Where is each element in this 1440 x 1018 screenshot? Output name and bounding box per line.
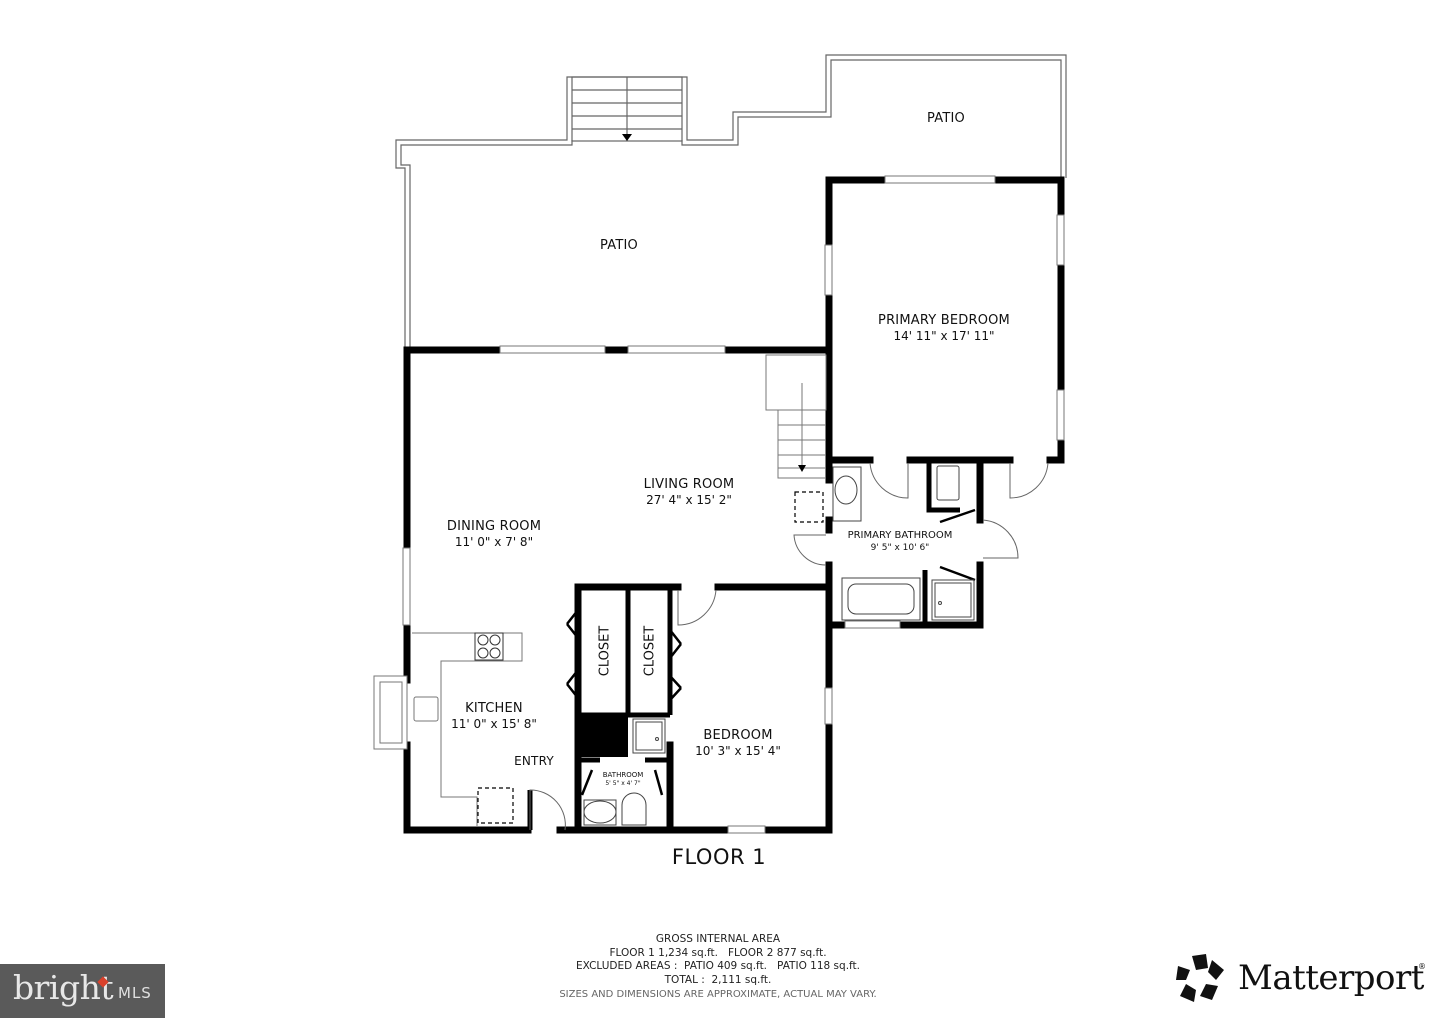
room-dims-bedroom: 10' 3" x 15' 4": [695, 744, 781, 758]
solid-chase: [580, 715, 628, 757]
entry-mat: [477, 787, 514, 824]
interior-walls: [527, 460, 960, 830]
room-label-bathroom: BATHROOM: [602, 771, 644, 779]
area-total: TOTAL : 2,111 sq.ft.: [664, 973, 772, 986]
room-label-entry: ENTRY: [514, 754, 554, 768]
room-label-kitchen: KITCHEN: [465, 701, 523, 716]
door-swings: [529, 462, 1049, 831]
living-mat: [794, 491, 824, 523]
room-label-primary-bathroom: PRIMARY BATHROOM: [847, 530, 953, 541]
bath-fixtures: [583, 465, 975, 826]
stove-icon: [477, 634, 501, 659]
room-label-dining-room: DINING ROOM: [446, 519, 542, 534]
area-summary: GROSS INTERNAL AREA FLOOR 1 1,234 sq.ft.…: [559, 933, 876, 1002]
room-label-living-room: LIVING ROOM: [643, 477, 735, 492]
room-dims-dining-room: 11' 0" x 7' 8": [454, 535, 534, 549]
kitchen-counters: [412, 632, 523, 826]
floor-title: FLOOR 1: [671, 845, 767, 869]
bay-window: [373, 675, 408, 750]
room-dims-bathroom: 5' 5" x 4' 7": [605, 780, 641, 787]
interior-stairs: [765, 354, 827, 479]
area-floors: FLOOR 1 1,234 sq.ft. FLOOR 2 877 sq.ft.: [609, 946, 827, 959]
area-disclaimer: SIZES AND DIMENSIONS ARE APPROXIMATE, AC…: [559, 989, 877, 1000]
matterport-logo: Matterport ®: [1172, 952, 1440, 1008]
room-dims-kitchen: 11' 0" x 15' 8": [451, 717, 537, 731]
room-dims-primary-bedroom: 14' 11" x 17' 11": [893, 329, 995, 343]
matterport-mark-icon: [1176, 954, 1224, 1002]
bifold-doors: [566, 508, 976, 796]
stair-arrow-icon: [622, 134, 632, 141]
area-excluded: EXCLUDED AREAS : PATIO 409 sq.ft. PATIO …: [576, 960, 860, 972]
room-label-patio-main: PATIO: [600, 238, 638, 253]
room-label-primary-bedroom: PRIMARY BEDROOM: [878, 313, 1010, 328]
matterport-logo-word: Matterport: [1238, 958, 1424, 998]
patio-outlines: [395, 54, 1067, 348]
room-label-closet-2: CLOSET: [642, 625, 658, 677]
room-dims-living-room: 27' 4" x 15' 2": [646, 493, 732, 507]
area-heading: GROSS INTERNAL AREA: [655, 933, 781, 945]
room-label-bedroom: BEDROOM: [703, 728, 773, 743]
bright-mls-logo: bright MLS: [0, 964, 165, 1018]
bright-logo-suffix: MLS: [118, 984, 152, 1002]
bright-logo-word: bright: [13, 968, 114, 1007]
registered-mark: ®: [1418, 962, 1426, 971]
room-label-closet-1: CLOSET: [597, 625, 613, 677]
windows: [402, 175, 1065, 834]
room-label-patio-right: PATIO: [927, 111, 965, 126]
stair-arrow-icon: [798, 465, 806, 472]
room-dims-primary-bathroom: 9' 5" x 10' 6": [870, 543, 930, 553]
